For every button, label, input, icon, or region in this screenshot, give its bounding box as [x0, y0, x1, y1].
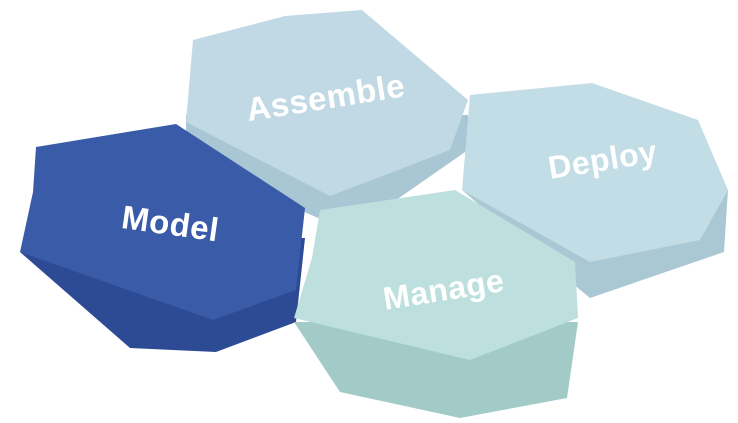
- hexagon-manage-side: [294, 322, 578, 418]
- hexagon-assemble-top: [186, 10, 468, 196]
- hexagon-manage-top: [294, 190, 578, 360]
- hexagon-manage: Manage: [294, 190, 578, 418]
- hexagon-model-top: [20, 124, 305, 320]
- hexagon-deploy-top: [462, 83, 728, 262]
- hexagon-assemble: Assemble: [186, 10, 468, 232]
- hexagon-model: Model: [20, 124, 305, 352]
- hexagon-deploy: Deploy: [462, 83, 728, 298]
